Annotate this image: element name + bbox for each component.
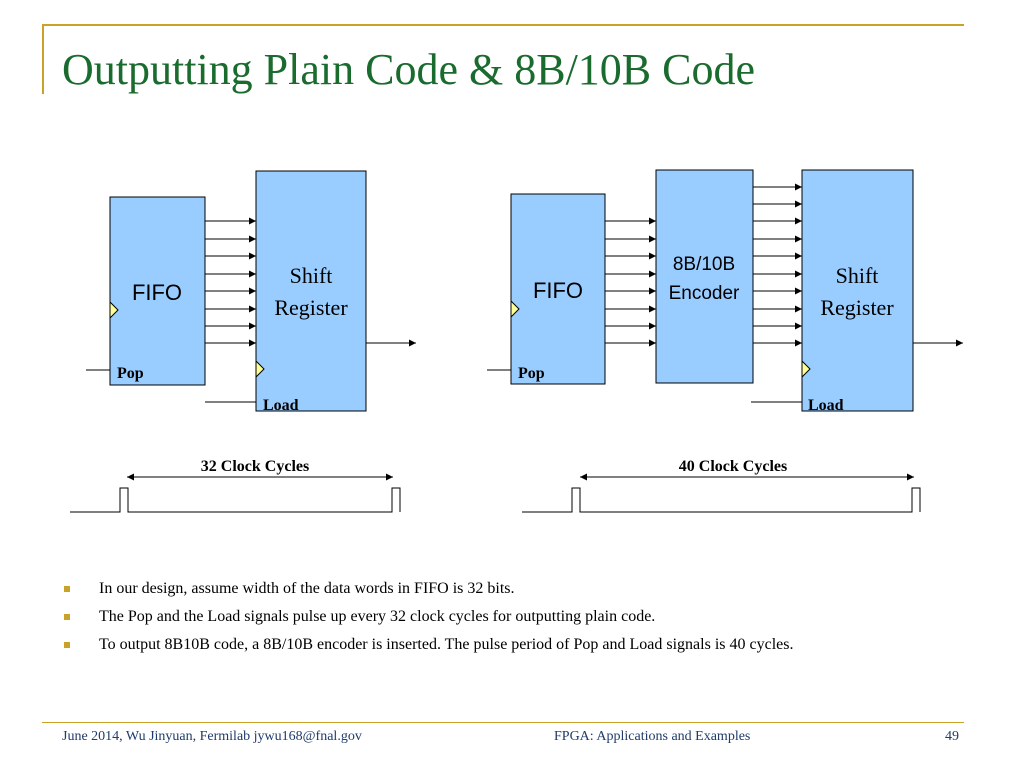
right-register-label-1: Shift	[836, 263, 879, 288]
right-fifo-to-encoder-bus	[605, 217, 656, 347]
left-cycles-label: 32 Clock Cycles	[201, 458, 309, 475]
frame-top-rule	[42, 24, 964, 26]
bullet-text: In our design, assume width of the data …	[99, 580, 515, 597]
right-diagram: FIFO Pop 8B/10B Encoder	[487, 169, 963, 513]
footer-course: FPGA: Applications and Examples	[554, 729, 751, 744]
right-shift-register-box	[801, 169, 914, 412]
footer-page-number: 49	[945, 729, 959, 744]
left-fifo-label: FIFO	[132, 280, 182, 305]
left-diagram: FIFO Pop Shift Register Load 32 Clock Cy…	[70, 170, 416, 513]
bullet-square-icon	[64, 614, 70, 620]
footer-author: June 2014, Wu Jinyuan, Fermilab jywu168@…	[62, 729, 362, 744]
right-pulse-waveform	[522, 487, 921, 513]
right-register-label-2: Register	[820, 295, 894, 320]
bullet-item: The Pop and the Load signals pulse up ev…	[62, 606, 942, 628]
left-fifo-box	[109, 196, 206, 386]
bullet-item: To output 8B10B code, a 8B/10B encoder i…	[62, 634, 942, 656]
right-encoder-label-1: 8B/10B	[673, 254, 735, 275]
right-encoder-box	[655, 169, 754, 384]
block-diagram: FIFO Pop Shift Register Load 32 Clock Cy…	[70, 169, 963, 513]
right-fifo-box	[510, 193, 606, 385]
bullet-list: In our design, assume width of the data …	[62, 578, 942, 662]
left-load-label: Load	[263, 397, 299, 414]
right-register-clock-marker	[801, 359, 811, 379]
left-fifo-clock-marker	[109, 300, 119, 320]
footer-rule	[42, 722, 964, 723]
right-encoder-to-register-bus	[753, 183, 802, 347]
left-register-label-1: Shift	[290, 263, 333, 288]
right-fifo-label: FIFO	[533, 278, 583, 303]
right-encoder-label-2: Encoder	[669, 283, 740, 304]
right-load-label: Load	[808, 397, 844, 414]
right-fifo-clock-marker	[510, 299, 520, 319]
left-register-label-2: Register	[274, 295, 348, 320]
right-pop-label: Pop	[518, 365, 545, 382]
bullet-item: In our design, assume width of the data …	[62, 578, 942, 600]
bullet-text: The Pop and the Load signals pulse up ev…	[99, 608, 656, 625]
bullet-text: To output 8B10B code, a 8B/10B encoder i…	[99, 636, 794, 653]
bullet-square-icon	[64, 642, 70, 648]
frame-left-rule	[42, 24, 44, 94]
left-shift-register-box	[255, 170, 367, 412]
bullet-square-icon	[64, 586, 70, 592]
left-pulse-waveform	[70, 487, 401, 513]
left-pop-label: Pop	[117, 365, 144, 382]
left-data-bus	[205, 217, 256, 347]
right-cycles-label: 40 Clock Cycles	[679, 458, 787, 475]
left-register-clock-marker	[255, 359, 265, 379]
slide-title: Outputting Plain Code & 8B/10B Code	[62, 45, 756, 94]
